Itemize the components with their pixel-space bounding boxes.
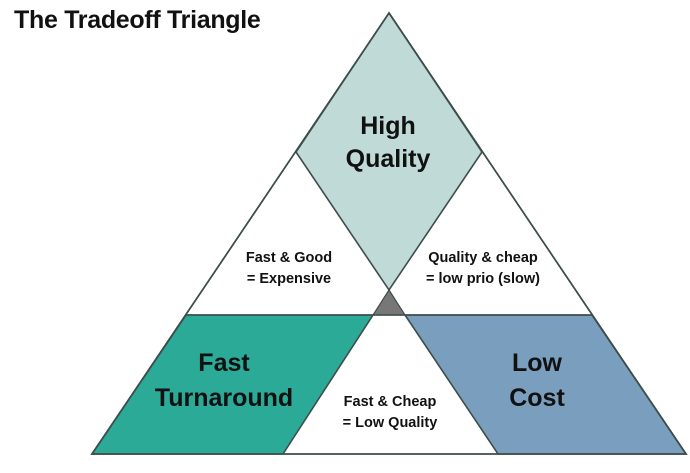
fast-turnaround-label-line2: Turnaround	[155, 384, 293, 412]
fast-good-label-line1: Fast & Good	[246, 250, 332, 266]
fast-cheap-label-line2: = Low Quality	[343, 415, 438, 431]
fast-cheap-label-line1: Fast & Cheap	[344, 394, 437, 410]
low-cost-label-line2: Cost	[509, 384, 565, 412]
high-quality-label-line2: Quality	[346, 145, 431, 173]
quality-cheap-label-line1: Quality & cheap	[428, 250, 538, 266]
high-quality-label-line1: High	[360, 112, 416, 140]
low-cost-label-line1: Low	[512, 349, 563, 377]
fast-turnaround-label-line1: Fast	[198, 349, 250, 377]
quality-cheap-label-line2: = low prio (slow)	[426, 271, 540, 287]
fast-good-label-line2: = Expensive	[247, 271, 331, 287]
diagram-title: The Tradeoff Triangle	[14, 6, 261, 34]
outer-triangle-outline	[90, 11, 688, 455]
